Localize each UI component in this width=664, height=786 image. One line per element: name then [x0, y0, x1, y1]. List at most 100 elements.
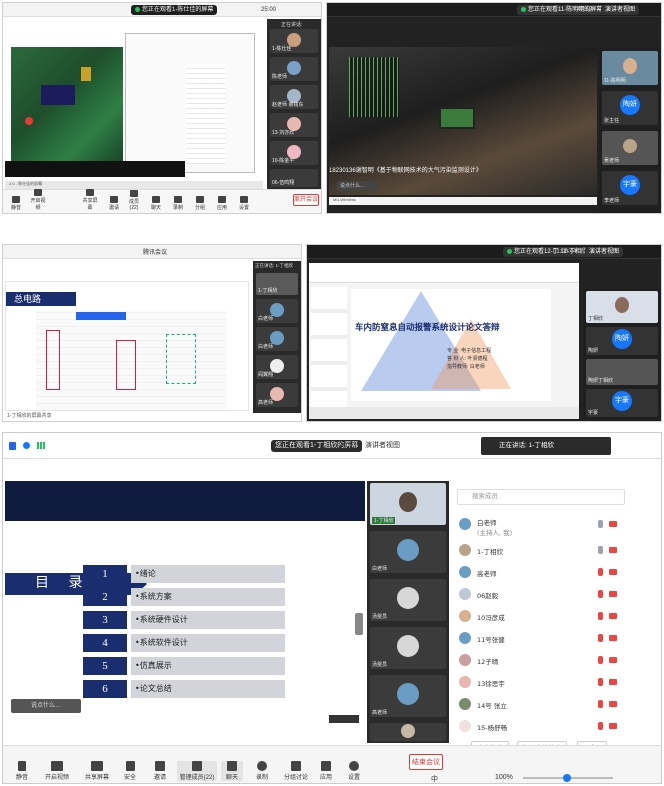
- participant-column: 正在讲话: 1-丁相欣 1-丁相欣 白老师 白老师 阎翼翔 高老师: [253, 261, 301, 413]
- share-screen-button[interactable]: 共享屏幕: [83, 761, 111, 781]
- video-tile[interactable]: 陈老师: [270, 57, 318, 81]
- speaker-tile[interactable]: 丁相欣: [586, 291, 658, 323]
- avatar: [270, 330, 284, 345]
- meeting-timer: 47:17: [577, 7, 593, 13]
- language-indicator[interactable]: 中: [431, 776, 438, 783]
- member-row[interactable]: 15-杨舒畅: [455, 717, 625, 735]
- mic-muted-icon: [598, 568, 603, 576]
- video-tile[interactable]: 白老师: [256, 299, 298, 323]
- avatar: [287, 144, 301, 159]
- screenshot-panel-2: 您正在观看11-陈明明的屏幕 47:17 演讲者视图 18230136谢智明《基…: [326, 2, 662, 214]
- avatar: [270, 358, 284, 373]
- leave-meeting-button[interactable]: 离开会议: [293, 194, 319, 206]
- camera-off-icon: [609, 635, 617, 641]
- breakout-button[interactable]: 分组: [191, 196, 209, 211]
- apps-icon: [218, 196, 226, 203]
- overlay-caption: 18230136谢智明《基于物联网技术的大气污染监测设计》: [329, 168, 482, 174]
- record-button[interactable]: 录制: [251, 761, 273, 781]
- member-search[interactable]: 搜索成员: [457, 489, 625, 505]
- security-button[interactable]: 安全: [119, 761, 141, 781]
- chat-button[interactable]: 聊天: [147, 196, 165, 211]
- video-tile[interactable]: 陶妍丁相欣: [586, 359, 658, 385]
- slide-nav[interactable]: [329, 715, 359, 723]
- video-tile[interactable]: 1-丁相欣: [256, 273, 298, 295]
- video-tile[interactable]: 白老师: [256, 327, 298, 351]
- member-row[interactable]: 06赵毅: [455, 585, 625, 605]
- video-tile[interactable]: 高老师: [256, 383, 298, 407]
- black-bar: [5, 161, 185, 177]
- video-tile[interactable]: 汤雯员: [370, 627, 446, 669]
- manage-members-button[interactable]: 管理成员(22): [177, 761, 217, 781]
- video-tile[interactable]: 宇豪李老师: [602, 171, 658, 205]
- avatar: [270, 386, 284, 401]
- end-meeting-button[interactable]: 结束会议: [409, 754, 443, 770]
- members-button[interactable]: 成员(22): [125, 190, 143, 211]
- video-tile[interactable]: 1-陈仕佳: [270, 29, 318, 53]
- dot-matrix: [349, 57, 399, 117]
- meeting-toolbar: 静音 开启视频 共享屏幕 安全 邀请 管理成员(22) 聊天 录制 分组讨论 应…: [3, 745, 661, 783]
- video-tile[interactable]: 06-伍鸣翔: [270, 169, 318, 187]
- speaker-tile[interactable]: 11-陈明明: [602, 51, 658, 85]
- speaker-tile[interactable]: 1-丁相欣: [370, 483, 446, 525]
- title-bar: 您正在观看1-陈仕佳的屏幕 25:00: [3, 3, 321, 17]
- apps-button[interactable]: 应用: [315, 761, 337, 781]
- avatar: [397, 682, 419, 705]
- video-tile[interactable]: 阎翼翔: [256, 355, 298, 379]
- view-toggle[interactable]: 演讲者视图: [601, 5, 640, 15]
- zoom-slider[interactable]: [523, 774, 613, 782]
- video-tile[interactable]: 13-刘亦欣: [270, 113, 318, 137]
- toc-row: 2•系统方案: [83, 588, 285, 606]
- video-tile[interactable]: 高老师: [370, 675, 446, 717]
- video-tile[interactable]: 10-陈金平: [270, 141, 318, 165]
- shield-icon: [9, 442, 16, 450]
- member-row[interactable]: 11号张健: [455, 629, 625, 649]
- video-tile[interactable]: [370, 723, 446, 741]
- screenshot-panel-5: 您正在观看1-丁相欣的屏幕 20:53 演讲者视图 目 录 1•绪论 2•系统方…: [2, 432, 662, 784]
- meeting-timer: 01:00:44: [553, 249, 577, 255]
- video-tile[interactable]: 陶妍张主任: [602, 91, 658, 125]
- member-row[interactable]: 12子晴: [455, 651, 625, 671]
- member-row[interactable]: 13徐思宇: [455, 673, 625, 693]
- shared-ppt: 车内防窒息自动报警系统设计论文答辩 专 业: 电子信息工程 答 辩 人: 叶贤德…: [309, 263, 579, 419]
- member-row[interactable]: 14号 张立: [455, 695, 625, 715]
- chat-input[interactable]: 说点什么…: [11, 699, 81, 713]
- settings-button[interactable]: 设置: [235, 196, 253, 211]
- video-tile[interactable]: 吴老师: [602, 131, 658, 165]
- window-title: 腾讯会议: [143, 250, 168, 256]
- video-button[interactable]: 开启视频: [43, 761, 71, 781]
- apps-button[interactable]: 应用: [213, 196, 231, 211]
- sharing-banner: 您正在观看1-陈仕佳的屏幕: [131, 5, 218, 15]
- shared-slide: 总电路: [5, 281, 249, 411]
- settings-button[interactable]: 设置: [343, 761, 365, 781]
- video-tile[interactable]: 白老师: [370, 531, 446, 573]
- share-screen-button[interactable]: 共享屏幕: [81, 189, 99, 211]
- avatar: [459, 518, 471, 530]
- member-row[interactable]: 1-丁相欣: [455, 541, 625, 561]
- triangle-graphic-2: [431, 319, 511, 389]
- invite-button[interactable]: 邀请: [149, 761, 171, 781]
- meeting-toolbar: 静音 开启视频 共享屏幕 邀请 成员(22) 聊天 录制 分组 应用 设置 离开…: [3, 189, 321, 213]
- sharing-banner: 您正在观看12-丁 12-丁相欣的屏幕: [503, 247, 610, 257]
- invite-button[interactable]: 邀请: [105, 196, 123, 211]
- breakout-button[interactable]: 分组讨论: [281, 761, 311, 781]
- video-tile[interactable]: 赵老师 谢钱东: [270, 85, 318, 109]
- video-tile[interactable]: 宇豪宇豪: [586, 389, 658, 417]
- speaking-label: 正在讲话: 1-丁相欣: [255, 263, 294, 268]
- record-button[interactable]: 录制: [169, 196, 187, 211]
- video-button[interactable]: 开启视频: [29, 189, 47, 211]
- member-row[interactable]: 10冯彦成: [455, 607, 625, 627]
- camera-icon: [34, 189, 42, 196]
- video-tile[interactable]: 汤雯员: [370, 579, 446, 621]
- view-toggle[interactable]: 演讲者视图: [585, 247, 624, 257]
- share-icon: [86, 189, 94, 196]
- mute-button[interactable]: 静音: [7, 196, 25, 211]
- chat-input[interactable]: 说点什么…: [337, 181, 377, 191]
- mute-button[interactable]: 静音: [11, 761, 33, 781]
- video-tile[interactable]: 陶妍陶妍: [586, 327, 658, 355]
- avatar: [459, 610, 471, 622]
- view-toggle[interactable]: 演讲者视图: [365, 442, 400, 449]
- chat-button[interactable]: 聊天: [221, 761, 243, 781]
- member-row[interactable]: 高老师: [455, 563, 625, 583]
- collapse-handle[interactable]: [355, 613, 363, 635]
- member-row[interactable]: 白老师(主持人, 我): [455, 515, 625, 539]
